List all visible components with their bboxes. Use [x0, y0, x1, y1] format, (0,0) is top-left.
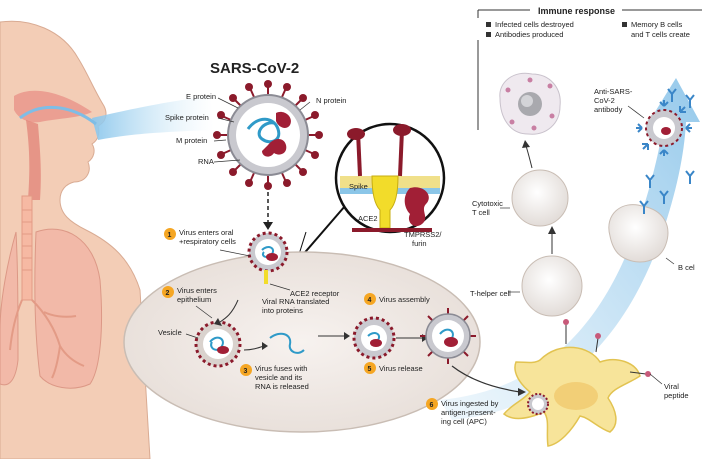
label-antibody: Anti-SARS- — [594, 87, 633, 96]
vesicle-virion — [194, 320, 242, 368]
inset-label-spike: Spike — [349, 182, 368, 191]
label-m-protein: M protein — [176, 136, 207, 145]
antibodies — [639, 88, 695, 214]
step-6-text: Virus ingested by — [441, 399, 499, 408]
released-virion — [420, 308, 476, 364]
released-rna — [269, 332, 305, 354]
epithelial-cell — [123, 251, 481, 433]
label-cytotoxic: Cytotoxic — [472, 199, 503, 208]
label-b-cell: B cel — [678, 263, 695, 272]
title: SARS-CoV-2 — [210, 60, 299, 77]
step-6-badge — [426, 398, 438, 410]
immune-item-infected-destroyed: Infected cells destroyed — [495, 20, 574, 29]
b-cell — [608, 204, 669, 263]
label-vesicle: Vesicle — [158, 328, 182, 337]
trachea — [21, 195, 33, 301]
label-antibody-line2: CoV-2 — [594, 96, 615, 105]
tmprss2-shape — [404, 187, 429, 227]
svg-text:2: 2 — [166, 290, 170, 297]
step-1-text: Virus enters oral — [179, 228, 234, 237]
label-rna: RNA — [198, 157, 214, 166]
airflow-stream — [92, 96, 214, 140]
label-cytotoxic-line2: T cell — [472, 208, 490, 217]
svg-text:1: 1 — [168, 232, 172, 239]
step-4-text: Virus assembly — [379, 295, 430, 304]
airway-path — [19, 105, 97, 126]
step-1-badge — [164, 228, 176, 240]
apc-receptors — [563, 319, 651, 377]
right-lung — [34, 228, 103, 389]
step-3-text: Virus fuses with — [255, 364, 307, 373]
svg-text:5: 5 — [368, 366, 372, 373]
svg-text:6: 6 — [430, 402, 434, 409]
label-viral-peptide: Viral — [664, 382, 679, 391]
step-6-text-line3: ing cell (APC) — [441, 417, 487, 426]
inset-label-ace2: ACE2 — [358, 214, 378, 223]
svg-text:3: 3 — [244, 368, 248, 375]
step-2-badge — [162, 286, 174, 298]
label-viral-rna: Viral RNA translated — [262, 297, 329, 306]
cytotoxic-t-cell — [511, 169, 569, 227]
entry-virion — [247, 231, 289, 273]
step-1-text-line2: +respiratory cells — [179, 237, 236, 246]
apc-nucleus — [554, 382, 598, 410]
step-2-text-line2: epithelium — [177, 295, 211, 304]
destroyed-infected-cell — [499, 72, 561, 135]
immune-item-memory-cells: Memory B cells — [631, 20, 683, 29]
step-4-badge — [364, 293, 376, 305]
antibody-coated-virion — [636, 100, 692, 156]
t-helper-cell — [521, 255, 583, 317]
step-2-text: Virus enters — [177, 286, 217, 295]
virion-n-protein — [262, 139, 287, 157]
step-6-text-line2: antigen-present- — [441, 408, 496, 417]
label-viral-rna-line2: into proteins — [262, 306, 303, 315]
svg-text:4: 4 — [368, 297, 372, 304]
label-antibody-line3: antibody — [594, 105, 623, 114]
virion-label-lines — [213, 97, 311, 163]
step-3-text-line2: vesicle and its — [255, 373, 302, 382]
throat — [26, 120, 41, 200]
step-5-text: Virus release — [379, 364, 423, 373]
immune-response-header: Immune response — [538, 6, 615, 16]
bronchial-tree — [9, 299, 85, 379]
apc-internal-virion — [527, 393, 549, 415]
receptor-inset: Spike ACE2 TMPRSS2/ furin — [287, 122, 446, 273]
label-spike-protein: Spike protein — [165, 113, 209, 122]
step-5-badge — [364, 362, 376, 374]
label-t-helper: T-helper cell — [470, 289, 511, 298]
left-lung — [0, 231, 19, 386]
label-viral-peptide-line2: peptide — [664, 391, 689, 400]
step-3-text-line3: RNA is released — [255, 382, 309, 391]
main-virion — [213, 80, 323, 190]
label-n-protein: N protein — [316, 96, 346, 105]
immune-item-antibodies: Antibodies produced — [495, 30, 563, 39]
label-ace2-receptor: ACE2 receptor — [290, 289, 340, 298]
assembly-virion — [352, 316, 396, 360]
immune-item-memory-cells-line2: and T cells create — [631, 30, 690, 39]
inset-label-furin: furin — [412, 239, 427, 248]
label-e-protein: E protein — [186, 92, 216, 101]
inset-label-tmprss2: TMPRSS2/ — [404, 230, 442, 239]
immune-response-panel: Immune response Infected cells destroyed… — [477, 6, 702, 130]
step-3-badge — [240, 364, 252, 376]
trachea-rings — [22, 209, 32, 271]
human-figure — [0, 20, 214, 460]
